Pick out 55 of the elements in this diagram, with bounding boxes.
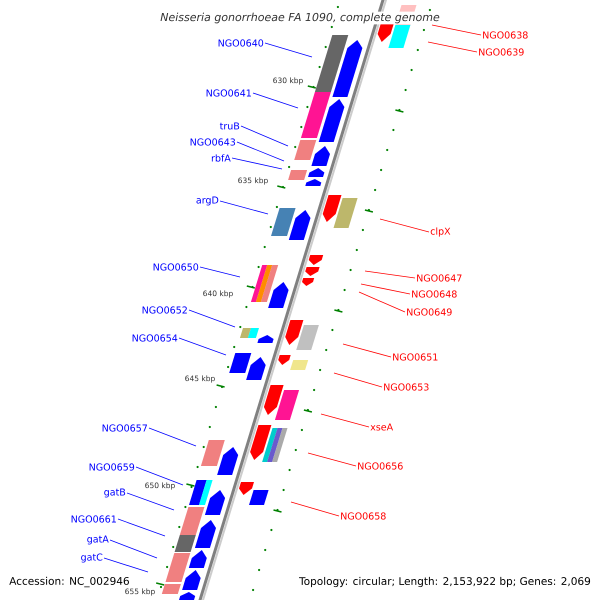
gene-label: NGO0654 xyxy=(132,334,178,342)
leader-line xyxy=(432,24,482,36)
gene-label: NGO0658 xyxy=(341,512,386,520)
gene-label: truB xyxy=(220,122,240,130)
genome-info-text: Topology: circular; Length: 2,153,922 bp; Genes: 2,069 xyxy=(298,576,592,588)
leader-line xyxy=(342,344,392,358)
leader-line xyxy=(220,200,268,214)
gene-label: argD xyxy=(196,196,218,206)
leader-line xyxy=(308,452,356,466)
leader-line xyxy=(136,466,184,486)
leader-line xyxy=(380,218,430,232)
leader-line xyxy=(110,540,158,558)
leader-line xyxy=(334,372,382,388)
gene-label: NGO0640 xyxy=(218,39,264,47)
leader-line xyxy=(126,492,174,510)
leader-line xyxy=(290,502,340,516)
leader-line xyxy=(178,338,226,356)
gene-label: NGO0657 xyxy=(102,424,147,432)
gene-label: NGO0653 xyxy=(384,383,429,391)
gene-label: clpX xyxy=(430,227,450,237)
gene-label: gatB xyxy=(104,488,126,498)
leader-line xyxy=(232,158,282,170)
gene-label: gatA xyxy=(87,536,109,544)
title: Neisseria gonorrhoeae FA 1090, complete genome xyxy=(159,12,441,24)
leader-line xyxy=(364,270,416,278)
gene-label: NGO0652 xyxy=(142,306,187,314)
leader-line xyxy=(264,42,312,58)
gene-label: NGO0638 xyxy=(483,31,528,39)
leader-line xyxy=(360,284,410,294)
gene-label: NGO0656 xyxy=(358,462,403,470)
gene-label: NGO0649 xyxy=(407,308,452,316)
gene-label: NGO0651 xyxy=(393,353,438,361)
gene-label: rbfA xyxy=(212,154,231,162)
gene-label: NGO0650 xyxy=(154,263,198,271)
gene-label: NGO0639 xyxy=(479,48,524,56)
leader-line xyxy=(104,558,148,572)
leader-line xyxy=(188,310,236,328)
gene-label: NGO0647 xyxy=(417,274,462,282)
leader-line xyxy=(148,428,196,446)
gene-label: NGO0641 xyxy=(206,89,251,97)
leader-line xyxy=(252,92,298,108)
gene-label: NGO0659 xyxy=(90,463,134,471)
leader-line xyxy=(358,292,406,312)
gene-label: NGO0661 xyxy=(72,515,116,523)
accession-text: Accession: NC_002946 xyxy=(8,576,131,588)
leader-line xyxy=(200,266,240,278)
leader-line xyxy=(118,518,166,536)
leader-line xyxy=(428,42,478,52)
gene-label: NGO0648 xyxy=(412,290,457,298)
leader-line xyxy=(320,414,370,428)
gene-label: NGO0643 xyxy=(190,138,236,146)
leader-line xyxy=(240,126,288,146)
gene-label: xseA xyxy=(370,423,394,431)
leader-line xyxy=(236,142,284,162)
gene-label: gatC xyxy=(81,553,102,563)
